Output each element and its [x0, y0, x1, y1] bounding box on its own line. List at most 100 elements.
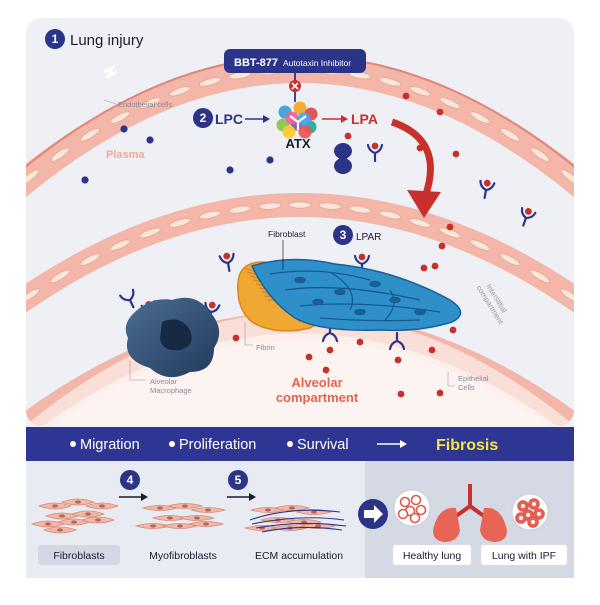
- endothelial-cell: [560, 288, 574, 303]
- step-5-badge: 5: [228, 470, 248, 490]
- endothelial-cell: [228, 205, 252, 214]
- lpar-receptor: [119, 288, 135, 309]
- step-1-badge: 1: [45, 29, 65, 49]
- lpa-label: LPA: [351, 111, 378, 127]
- endothelial-cell: [198, 210, 222, 220]
- spindle-cell: [81, 516, 115, 524]
- cell-nucleus: [99, 504, 105, 508]
- spindle-cell: [85, 502, 119, 510]
- cell-nucleus: [75, 500, 81, 504]
- atx-domain: [282, 125, 296, 139]
- cell-nucleus: [157, 506, 163, 510]
- epithelial-label-line1: Epithelial: [458, 374, 489, 383]
- lpa-molecule: [420, 264, 428, 272]
- cell-nucleus: [52, 504, 58, 508]
- cell-nucleus: [71, 520, 77, 524]
- fibrin-pointer: [244, 322, 253, 346]
- endothelial-cell: [50, 269, 70, 284]
- endothelial-cell: [409, 86, 431, 97]
- right-lung: [480, 507, 507, 542]
- lpa-molecule: [326, 346, 334, 354]
- macrophage-label-line2: Macrophage: [150, 386, 192, 395]
- fibroblast-nucleus: [334, 288, 346, 296]
- lpa-diffusion-arrow: [390, 118, 441, 218]
- endothelial-cell: [139, 227, 161, 239]
- spindle-cell: [43, 526, 77, 534]
- plasma-label: Plasma: [106, 149, 145, 161]
- lpa-molecule: [446, 223, 454, 231]
- lpa-molecule: [305, 353, 313, 361]
- banner-survival: Survival: [297, 437, 349, 453]
- lpar-receptor: [218, 252, 235, 272]
- alveolus-lumen: [531, 520, 535, 524]
- fibroblast-nucleus: [369, 280, 381, 288]
- alveolus-lumen: [519, 516, 523, 520]
- lpar-receptor: [520, 206, 537, 227]
- endothelial-cell: [26, 288, 40, 303]
- endothelial-cell: [409, 218, 431, 228]
- cell-nucleus: [59, 514, 65, 518]
- ipf-lung-label: Lung with IPF: [492, 550, 556, 562]
- spindle-cell: [187, 521, 225, 527]
- fibroblast-nucleus: [354, 308, 366, 316]
- endothelial-cell: [530, 269, 550, 284]
- ecm-fiber: [255, 522, 347, 529]
- lpa-molecule: [356, 338, 364, 346]
- spindle-cell: [189, 507, 227, 513]
- lpa-molecule: [436, 389, 444, 397]
- endothelial-cell: [80, 128, 100, 142]
- fibroblast-fiber: [319, 317, 421, 322]
- ecm-fiber: [251, 517, 345, 525]
- alveolar-compartment-line2: compartment: [276, 390, 359, 405]
- cell-nucleus: [182, 504, 188, 508]
- fibroblast-nucleus: [294, 276, 306, 284]
- lpc-molecule: [81, 176, 89, 184]
- cell-nucleus: [150, 524, 156, 528]
- endothelial-cell: [560, 169, 574, 185]
- stage-ecm-accumulation: ECM accumulation: [255, 550, 343, 562]
- endothelial-cell: [258, 202, 282, 210]
- myofibroblast-cells-icon: [134, 503, 227, 529]
- macrophage-pointer: [129, 360, 146, 381]
- endothelial-label: Endothelial cells: [118, 100, 172, 109]
- receptor-stem: [366, 143, 384, 163]
- spindle-cell: [38, 502, 72, 510]
- healthy-lung-label: Healthy lung: [403, 550, 462, 562]
- atx-domain: [297, 112, 311, 126]
- endothelial-cell: [318, 202, 342, 210]
- spindle-cell: [178, 515, 216, 521]
- endothelial-cell: [589, 307, 600, 325]
- macrophage-label-line1: Alveolar: [150, 377, 178, 386]
- cell-nucleus: [85, 512, 91, 516]
- banner-fibrosis: Fibrosis: [436, 437, 498, 454]
- alveolus: [409, 512, 421, 524]
- inhibit-x-icon: [289, 80, 301, 92]
- endothelial-cell: [348, 205, 372, 214]
- endothelial-cell: [139, 97, 161, 109]
- lpa-molecule: [431, 262, 439, 270]
- endothelial-cell: [288, 201, 312, 209]
- spindle-cell: [31, 520, 65, 528]
- healthy-alveoli-zoom: [393, 489, 431, 527]
- atx-label: ATX: [285, 136, 310, 151]
- fibroblast-fiber: [269, 270, 371, 281]
- lpa-molecules: [232, 92, 460, 398]
- step-2-badge: 2: [193, 108, 213, 128]
- lpar-receptor: [479, 179, 496, 199]
- membrane-channel-icon: [334, 143, 352, 174]
- alveolus: [397, 508, 409, 520]
- fibroblast-fiber: [329, 271, 354, 311]
- bound-lpa: [483, 179, 491, 187]
- endothelial-cell: [50, 147, 70, 162]
- bound-lpa: [223, 252, 231, 260]
- svg-text:3: 3: [340, 228, 347, 242]
- fibroblast-fiber: [384, 289, 395, 321]
- endothelial-cell: [378, 77, 402, 87]
- alveolus: [410, 494, 422, 506]
- healthy-lung-box: [393, 545, 471, 565]
- receptor-stem: [388, 331, 406, 351]
- atx-enzyme-icon: [276, 101, 318, 139]
- bound-lpa: [208, 301, 216, 309]
